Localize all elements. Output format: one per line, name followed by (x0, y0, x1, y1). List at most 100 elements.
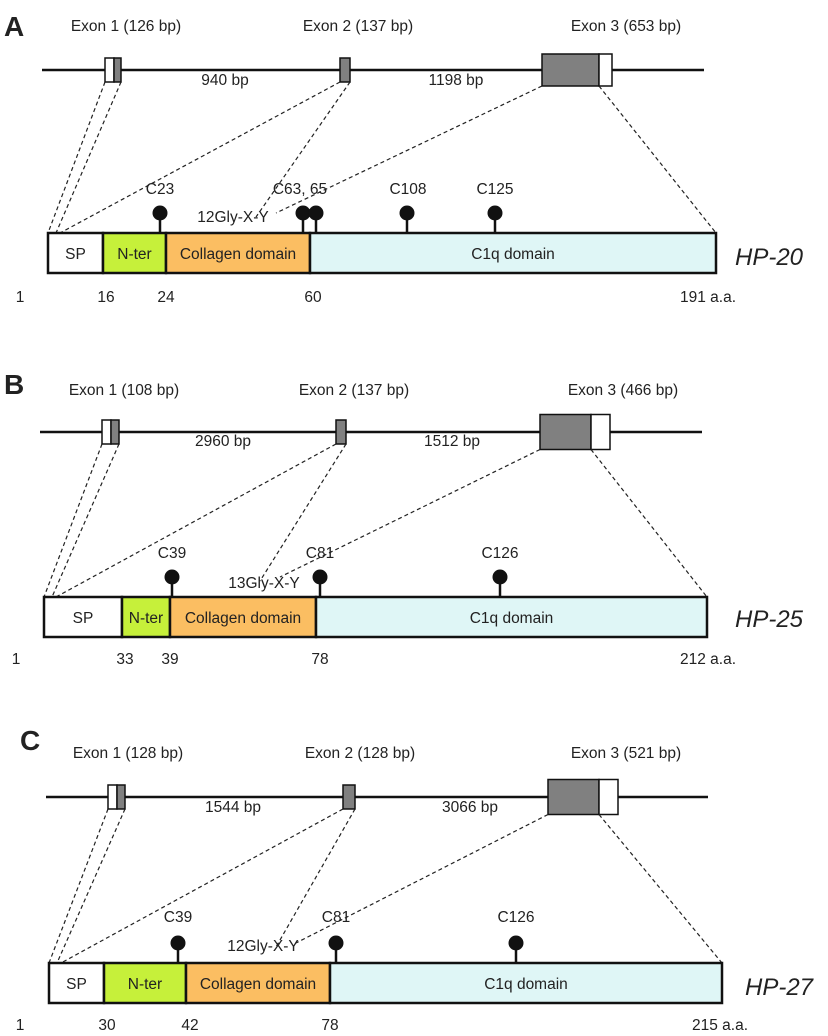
exon-utr (107, 784, 118, 810)
cysteine-pin-head (399, 205, 415, 221)
cysteine-pin-head (328, 935, 344, 951)
domain-collagen (164, 231, 312, 275)
residue-position-label: 1 (16, 289, 25, 306)
domain-label-sp: SP (73, 610, 94, 627)
cysteine-label: C39 (158, 545, 186, 562)
cysteine-pin-head (312, 569, 328, 585)
cysteine-marker: C108 (389, 181, 427, 233)
dashed-mapping-line (43, 443, 103, 598)
domain-label-nter: N-ter (128, 976, 162, 993)
exon-1: Exon 1 (128 bp) (73, 745, 183, 810)
cysteine-marker: C125 (476, 181, 514, 233)
dashed-mapping-line (55, 81, 122, 234)
panel-c: C Exon 1 (128 bp) Exon 2 (128 bp) Exon 3 (5… (16, 725, 815, 1034)
residue-position-label: 191 a.a. (680, 289, 736, 306)
residue-position-label: 78 (321, 1017, 338, 1034)
exon-coding (541, 53, 600, 87)
dashed-mapping-line (279, 448, 541, 578)
domain-label-nter: N-ter (117, 246, 151, 263)
residue-position-label: 212 a.a. (680, 651, 736, 668)
cysteine-marker: C126 (497, 909, 535, 963)
exon-label: Exon 2 (137 bp) (299, 382, 409, 399)
residue-position-label: 39 (161, 651, 178, 668)
intron-length-label: 940 bp (201, 72, 248, 89)
exon-label: Exon 1 (108 bp) (69, 382, 179, 399)
cysteine-pin-head (152, 205, 168, 221)
protein-name: HP-20 (735, 244, 804, 271)
gly-repeat-label: 12Gly-X-Y (227, 938, 299, 955)
exon-coding (116, 784, 126, 810)
exon-to-protein-mapping-lines (48, 808, 723, 964)
panel-letter: C (20, 725, 40, 756)
dashed-mapping-line (56, 808, 126, 964)
cysteine-label: C81 (306, 545, 334, 562)
exon-coding (113, 57, 122, 83)
gly-repeat-label: 12Gly-X-Y (197, 209, 269, 226)
cysteine-pin-head (170, 935, 186, 951)
domain-collagen (168, 595, 318, 639)
intron-length-label: 2960 bp (195, 433, 251, 450)
exon-utr (101, 419, 112, 445)
residue-position-label: 33 (116, 651, 133, 668)
panel-letter: A (4, 11, 24, 42)
cysteine-marker: C126 (481, 545, 519, 597)
domain-c1q (308, 231, 718, 275)
dashed-mapping-line (48, 808, 109, 964)
cysteine-label: C125 (476, 181, 513, 198)
cysteine-marker: C81 (306, 545, 334, 597)
dashed-mapping-line (598, 85, 717, 234)
domain-label-c1q: C1q domain (470, 610, 554, 627)
exon-coding (342, 784, 356, 810)
cysteine-label: C39 (164, 909, 192, 926)
cysteine-label: C63, 65 (273, 181, 327, 198)
domain-sp (47, 961, 106, 1005)
domain-c1q (328, 961, 724, 1005)
dashed-mapping-line (259, 443, 347, 582)
domain-c1q (314, 595, 709, 639)
exon-3: Exon 3 (466 bp) (539, 382, 678, 451)
exon-coding (110, 419, 120, 445)
residue-position-label: 215 a.a. (692, 1017, 748, 1034)
exon-utr (104, 57, 115, 83)
cysteine-marker: C81 (322, 909, 350, 963)
dashed-mapping-line (590, 449, 708, 598)
cysteine-pin-head (295, 205, 311, 221)
protein-name: HP-25 (735, 606, 804, 633)
cysteine-pin-head (487, 205, 503, 221)
exon-label: Exon 2 (137 bp) (303, 18, 413, 35)
domain-label-collagen: Collagen domain (180, 246, 296, 263)
cysteine-label: C23 (146, 181, 174, 198)
cysteine-label: C108 (389, 181, 426, 198)
dashed-mapping-line (598, 814, 723, 964)
domain-label-c1q: C1q domain (471, 246, 555, 263)
residue-position-label: 1 (12, 651, 21, 668)
exon-label: Exon 3 (466 bp) (568, 382, 678, 399)
exon-label: Exon 1 (128 bp) (73, 745, 183, 762)
exon-1: Exon 1 (108 bp) (69, 382, 179, 445)
exon-2: Exon 2 (128 bp) (305, 745, 415, 810)
cysteine-marker: C63, 65 (273, 181, 327, 233)
exon-utr (590, 413, 611, 451)
dashed-mapping-line (275, 85, 543, 214)
cysteine-marker: C23 (146, 181, 174, 233)
exon-utr (598, 53, 613, 87)
exon-label: Exon 1 (126 bp) (71, 18, 181, 35)
residue-position-label: 16 (97, 289, 114, 306)
dashed-mapping-line (60, 808, 344, 964)
domain-label-c1q: C1q domain (484, 976, 568, 993)
exon-label: Exon 3 (521 bp) (571, 745, 681, 762)
exon-3: Exon 3 (521 bp) (547, 745, 681, 816)
exon-coding (335, 419, 347, 445)
intron-length-label: 1512 bp (424, 433, 480, 450)
residue-position-label: 1 (16, 1017, 25, 1034)
residue-position-label: 42 (181, 1017, 198, 1034)
cysteine-pin-head (308, 205, 324, 221)
cysteine-pin-head (492, 569, 508, 585)
cysteine-label: C81 (322, 909, 350, 926)
residue-position-label: 60 (304, 289, 322, 306)
